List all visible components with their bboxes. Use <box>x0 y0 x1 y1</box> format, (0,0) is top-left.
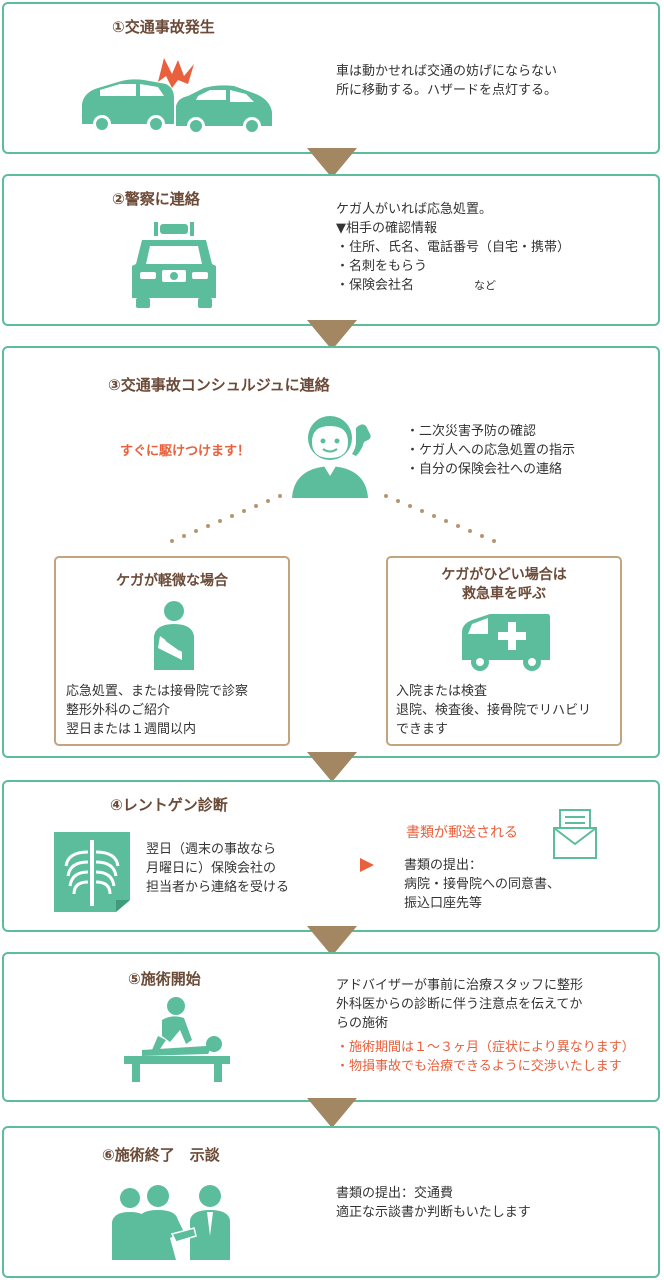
step2-title: ②警察に連絡 <box>112 190 200 208</box>
branch-dot <box>170 539 174 543</box>
step5-line: らの施術 <box>336 1016 389 1031</box>
step3-line: ・ケガ人への応急処置の指示 <box>406 443 576 458</box>
branch-dot <box>254 504 258 508</box>
step3-title: ③交通事故コンシュルジュに連絡 <box>108 376 330 394</box>
step2-insurer-line: ・保険会社名 <box>336 278 415 293</box>
flow-arrow <box>307 320 357 350</box>
branch-dot <box>278 494 282 498</box>
severe-injury-line: 退院、検査後、接骨院でリハビリ <box>396 703 592 718</box>
step4-docs-line: 振込口座先等 <box>404 896 483 911</box>
flow-arrow <box>307 926 357 956</box>
severe-injury-line: できます <box>396 722 449 737</box>
step4-line: 翌日（週末の事故なら <box>146 842 277 857</box>
branch-dot <box>408 504 412 508</box>
step3-badge: すぐに駆けつけます！ <box>120 444 251 459</box>
branch-dot <box>456 524 460 528</box>
branch-dot <box>242 509 246 513</box>
step4-title: ④レントゲン診断 <box>110 796 228 814</box>
branch-dot <box>194 529 198 533</box>
severe-injury-title: ケガがひどい場合は 救急車を呼ぶ <box>388 566 620 604</box>
step1-line: 所に移動する。ハザードを点灯する。 <box>336 83 558 98</box>
branch-dot <box>468 529 472 533</box>
step1-title: ①交通事故発生 <box>112 18 215 36</box>
step4-mail-label: 書類が郵送される <box>406 825 518 841</box>
branch-dot <box>432 514 436 518</box>
step2-line: ▼相手の確認情報 <box>336 221 437 236</box>
severe-injury-box: ケガがひどい場合は 救急車を呼ぶ 入院または検査 退院、検査後、接骨院でリハビリ… <box>386 556 622 746</box>
document-envelope-icon <box>553 809 597 859</box>
branch-dot <box>218 519 222 523</box>
minor-injury-box: ケガが軽微な場合 応急処置、または接骨院で診察 整形外科のご紹介 翌日または１週… <box>54 556 290 746</box>
step6-text: 書類の提出：交通費 適正な示談書か判断もいたします <box>336 1184 531 1222</box>
step2-line: ・住所、氏名、電話番号（自宅・携帯） <box>336 240 571 255</box>
branch-dot <box>492 539 496 543</box>
step5-box: ⑤施術開始 アドバイザーが事前に治療スタッフに整形 外科医からの診断に伴う注意点… <box>2 952 660 1102</box>
minor-injury-text: 応急処置、または接骨院で診察 整形外科のご紹介 翌日または１週間以内 <box>66 682 248 739</box>
minor-injury-line: 整形外科のご紹介 <box>66 703 171 718</box>
step4-docs-text: 書類の提出： 病院・接骨院への同意書、 振込口座先等 <box>404 856 560 913</box>
step4-line: 月曜日に）保険会社の <box>146 861 277 876</box>
branch-dot <box>182 534 186 538</box>
step5-line: 外科医からの診断に伴う注意点を伝えてか <box>336 997 583 1012</box>
step5-line: アドバイザーが事前に治療スタッフに整形 <box>336 978 584 993</box>
branch-dot <box>480 534 484 538</box>
severe-injury-title-line: ケガがひどい場合は <box>441 567 567 583</box>
minor-injury-title: ケガが軽微な場合 <box>116 573 228 589</box>
treatment-icon <box>124 997 230 1082</box>
handshake-people-icon <box>112 1185 230 1260</box>
branch-dot <box>230 514 234 518</box>
step2-box: ②警察に連絡 ケガ人がいれば応急処置。 ▼相手の確認情報 ・住所、氏名、電話番号… <box>2 174 660 326</box>
step5-note: ・施術期間は１～３ヶ月（症状により異なります） <box>336 1040 635 1055</box>
car-crash-icon <box>82 58 272 134</box>
step5-notes: ・施術期間は１～３ヶ月（症状により異なります） ・物損事故でも治療できるように交… <box>336 1038 635 1076</box>
police-car-icon <box>132 222 216 308</box>
step4-docs-line: 病院・接骨院への同意書、 <box>404 877 561 892</box>
step2-text: ケガ人がいれば応急処置。 ▼相手の確認情報 ・住所、氏名、電話番号（自宅・携帯）… <box>336 200 570 295</box>
step1-line: 車は動かせれば交通の妨げにならない <box>336 64 558 79</box>
severe-injury-title-line: 救急車を呼ぶ <box>462 586 546 602</box>
step6-box: ⑥施術終了 示談 書類の提出：交通費 適正な示談書か判断もいたします <box>2 1126 660 1278</box>
step3-line: ・二次災害予防の確認 <box>406 424 537 439</box>
step4-docs-line: 書類の提出： <box>404 858 483 873</box>
xray-icon <box>54 832 130 912</box>
branch-dot <box>384 494 388 498</box>
severe-injury-line: 入院または検査 <box>396 684 488 699</box>
branch-dot <box>266 499 270 503</box>
step6-title: ⑥施術終了 示談 <box>102 1146 220 1164</box>
branch-dot <box>396 499 400 503</box>
step2-line: ・保険会社名 など <box>336 276 570 295</box>
play-arrow-icon <box>360 858 374 872</box>
step2-etc: など <box>474 279 497 292</box>
step4-box: ④レントゲン診断 翌日（週末の事故なら 月曜日に）保険会社の 担当者から連絡を受… <box>2 780 660 932</box>
step4-text: 翌日（週末の事故なら 月曜日に）保険会社の 担当者から連絡を受ける <box>146 840 289 897</box>
severe-injury-text: 入院または検査 退院、検査後、接骨院でリハビリ できます <box>396 682 591 739</box>
flow-arrow <box>307 148 357 178</box>
branch-dot <box>444 519 448 523</box>
step5-note: ・物損事故でも治療できるように交渉いたします <box>336 1059 622 1074</box>
step3-text: ・二次災害予防の確認 ・ケガ人への応急処置の指示 ・自分の保険会社への連絡 <box>406 422 575 479</box>
step2-line: ケガ人がいれば応急処置。 <box>336 202 493 217</box>
minor-injury-line: 翌日または１週間以内 <box>66 722 197 737</box>
minor-injury-line: 応急処置、または接骨院で診察 <box>66 684 249 699</box>
step3-line: ・自分の保険会社への連絡 <box>406 462 563 477</box>
branch-dot <box>420 509 424 513</box>
flow-arrow <box>307 752 357 782</box>
step5-text: アドバイザーが事前に治療スタッフに整形 外科医からの診断に伴う注意点を伝えてか … <box>336 976 583 1033</box>
step3-box: ③交通事故コンシュルジュに連絡 すぐに駆けつけます！ ・二次災害予防の確認 ・ケ… <box>2 346 660 758</box>
step5-title: ⑤施術開始 <box>128 970 201 988</box>
step1-text: 車は動かせれば交通の妨げにならない 所に移動する。ハザードを点灯する。 <box>336 62 557 100</box>
step4-line: 担当者から連絡を受ける <box>146 880 290 895</box>
injured-person-icon <box>154 601 194 670</box>
ambulance-icon <box>462 614 550 671</box>
step6-line: 書類の提出：交通費 <box>336 1186 454 1201</box>
step6-line: 適正な示談書か判断もいたします <box>336 1205 531 1220</box>
branch-dot <box>206 524 210 528</box>
flow-arrow <box>307 1098 357 1128</box>
operator-icon <box>292 416 371 498</box>
step1-box: ①交通事故発生 車は動かせれば交通の妨げにならない 所に移動する。ハザードを点灯… <box>2 2 660 154</box>
step2-line: ・名刺をもらう <box>336 259 428 274</box>
